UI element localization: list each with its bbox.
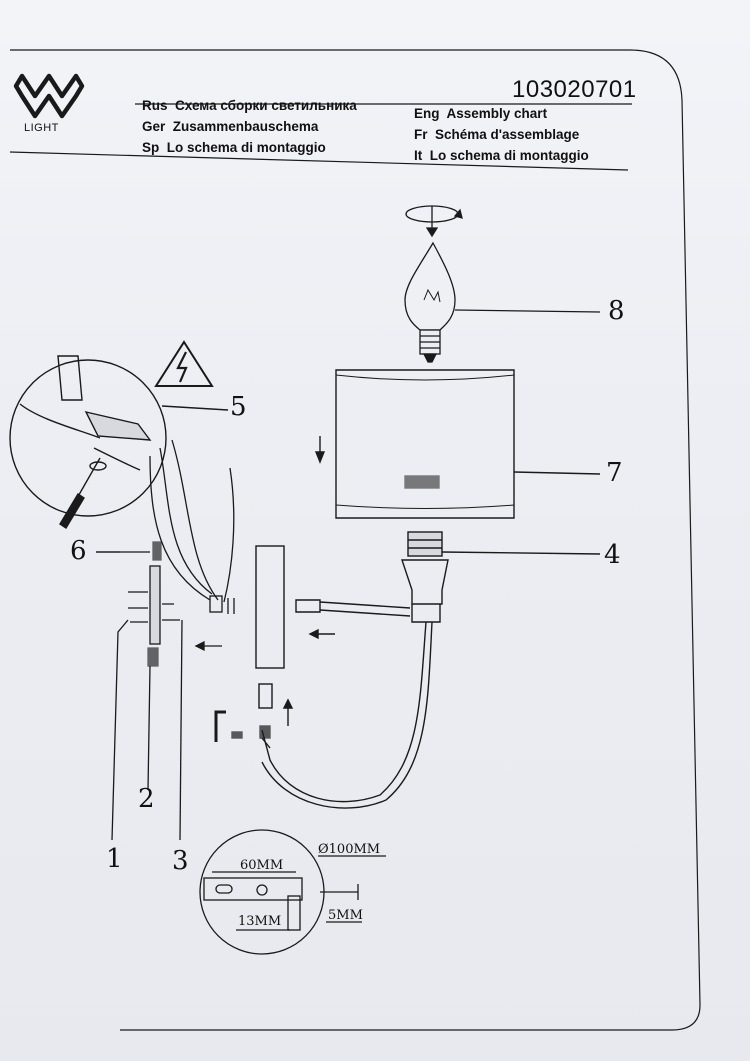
- dimension-thickness: 5MM: [328, 908, 363, 923]
- bulb-drawing: [404, 241, 601, 363]
- part-label-5: 5: [230, 392, 247, 422]
- part-label-3: 3: [172, 846, 189, 876]
- socket-arm-drawing: [261, 531, 601, 809]
- dimension-diameter: Ø100MM: [318, 842, 381, 857]
- heading-it-lang: It: [414, 148, 423, 163]
- heading-fr-lang: Fr: [414, 127, 428, 142]
- heading-ger-text: Zusammenbauschema: [172, 119, 319, 134]
- heading-ger-lang: Ger: [142, 119, 166, 134]
- screwdriver-icon: [59, 457, 107, 529]
- heading-sp-text: Lo schema di montaggio: [166, 140, 326, 155]
- hex-key-icon: [214, 710, 226, 742]
- logo-mark-icon: [13, 73, 85, 119]
- rotate-arrow-icon: [405, 205, 463, 238]
- heading-it-text: Lo schema di montaggio: [429, 148, 589, 163]
- document-code: 103020701: [512, 76, 637, 103]
- part-label-4: 4: [604, 540, 621, 570]
- dimension-hole-spacing: 60MM: [240, 858, 284, 873]
- brand-name: LIGHT: [24, 122, 59, 134]
- wiring-detail-circle: [9, 355, 229, 517]
- shade-drawing: [314, 369, 601, 519]
- heading-rus-lang: Rus: [142, 98, 168, 113]
- heading-sp-lang: Sp: [142, 140, 160, 155]
- part-label-2: 2: [138, 784, 155, 814]
- heading-it: It Lo schema di montaggio: [414, 148, 589, 163]
- dimension-depth: 13MM: [238, 914, 282, 929]
- header-frame: [9, 49, 701, 1031]
- heading-eng-lang: Eng: [414, 106, 440, 121]
- backplate-drawing: [231, 545, 335, 749]
- part-label-7: 7: [606, 458, 623, 488]
- dimension-detail-circle: [199, 829, 386, 955]
- heading-ger: Ger Zusammenbauschema: [142, 119, 318, 134]
- heading-eng: Eng Assembly chart: [414, 106, 547, 121]
- part-label-8: 8: [608, 296, 625, 326]
- heading-fr: Fr Schéma d'assemblage: [414, 127, 579, 142]
- high-voltage-warning-icon: [154, 340, 214, 387]
- part-label-1: 1: [106, 844, 123, 874]
- heading-rus-text: Схема сборки светильника: [175, 98, 357, 113]
- mounting-bracket-drawing: [96, 439, 235, 841]
- heading-sp: Sp Lo schema di montaggio: [142, 140, 326, 155]
- heading-eng-text: Assembly chart: [446, 106, 548, 121]
- heading-rus: Rus Схема сборки светильника: [142, 98, 357, 113]
- part-label-6: 6: [70, 536, 87, 566]
- heading-fr-text: Schéma d'assemblage: [435, 127, 580, 142]
